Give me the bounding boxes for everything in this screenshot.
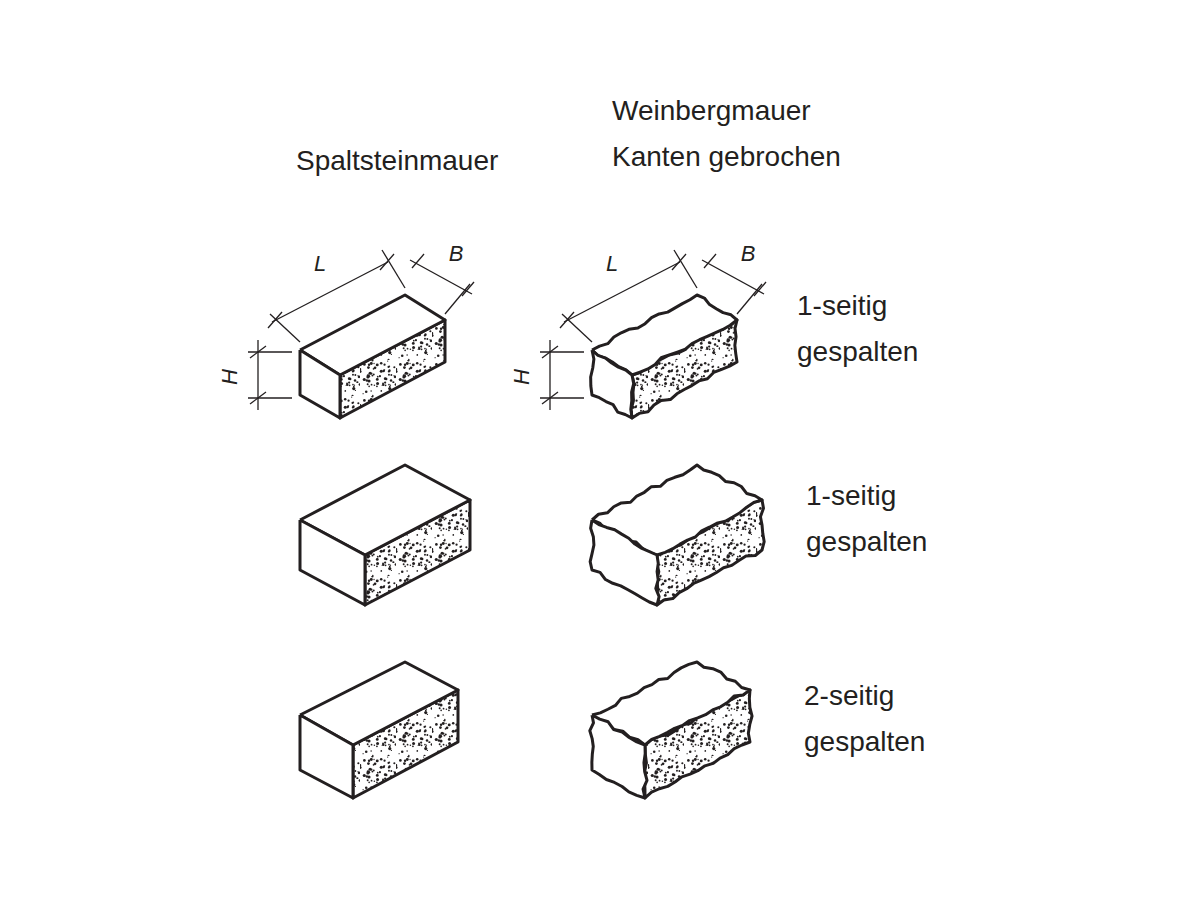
dimension-line [248,397,292,398]
dimension-letter: B [741,242,756,266]
row-label: 1-seitig gespalten [806,473,976,565]
row-label: 1-seitig gespalten [797,283,967,375]
dimension-letter: H [510,369,534,385]
dimension-line [562,314,592,342]
end-face [300,715,353,798]
row-label: 2-seitig gespalten [804,673,974,765]
dimension-line [250,346,266,358]
dimension-line [248,351,292,352]
dimension-line [540,351,584,352]
end-face [300,350,340,418]
dimension-line [268,312,282,328]
dimension-letter: L [606,252,618,276]
dimension-line [672,254,686,270]
dimension-line [540,397,584,398]
dimension-letter: L [314,252,326,276]
dimension-line [380,254,394,270]
column-heading: Spaltsteinmauer [296,138,596,184]
dimension-line [560,312,574,328]
dimension-line [564,262,680,322]
dimension-line [412,254,424,268]
dimension-line [549,340,550,410]
end-face [590,715,647,798]
dimension-line [257,340,258,410]
dimension-line [272,262,388,322]
dimension-letter: H [218,369,242,385]
end-face [591,350,634,418]
dimension-line [270,314,300,342]
dimension-line [754,282,766,296]
dimension-line [462,282,474,296]
dimension-line [542,392,558,404]
end-face [590,520,659,605]
end-face [300,520,365,605]
dimension-line [250,392,266,404]
dimension-line [737,284,762,314]
column-heading: Weinbergmauer Kanten gebrochen [612,88,882,180]
dimension-line [704,254,716,268]
dimension-line [674,250,697,288]
dimension-line [445,284,470,314]
dimension-letter: B [449,242,464,266]
dimension-line [382,250,405,288]
dimension-line [542,346,558,358]
